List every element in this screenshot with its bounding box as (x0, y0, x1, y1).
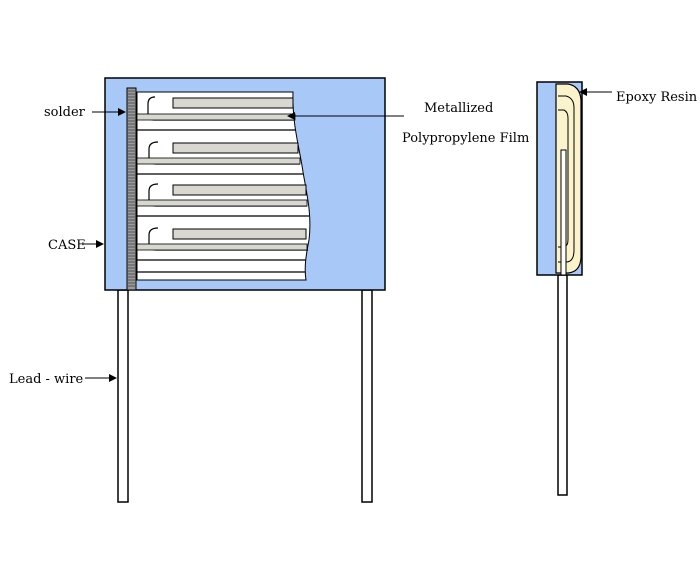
film-strip (172, 184, 307, 196)
front-view (104, 77, 386, 503)
film-strip (136, 157, 301, 165)
film-label-line2: Polypropylene Film (402, 131, 529, 146)
film-strip (136, 113, 296, 121)
side-view (536, 81, 583, 496)
film-layers (136, 96, 309, 273)
film-strip (172, 97, 294, 109)
solder-hatch (128, 90, 135, 287)
lead-wire-label: Lead - wire (9, 372, 84, 387)
case-label: CASE (48, 238, 86, 253)
solder-bar (126, 87, 137, 291)
film-strip (172, 228, 307, 240)
film-strip (136, 243, 308, 251)
epoxy-label: Epoxy Resin (616, 90, 698, 105)
side-lead-wire (557, 274, 568, 496)
side-inner-outline (558, 95, 575, 263)
side-lead-entry (560, 149, 567, 276)
lead-wire-left (117, 289, 129, 503)
film-label-line1: Metallized (424, 101, 493, 116)
solder-label: solder (44, 105, 86, 120)
film-strip (136, 199, 308, 207)
lead-wire-right (361, 289, 373, 503)
callouts (82, 88, 612, 382)
film-strip (172, 142, 299, 154)
